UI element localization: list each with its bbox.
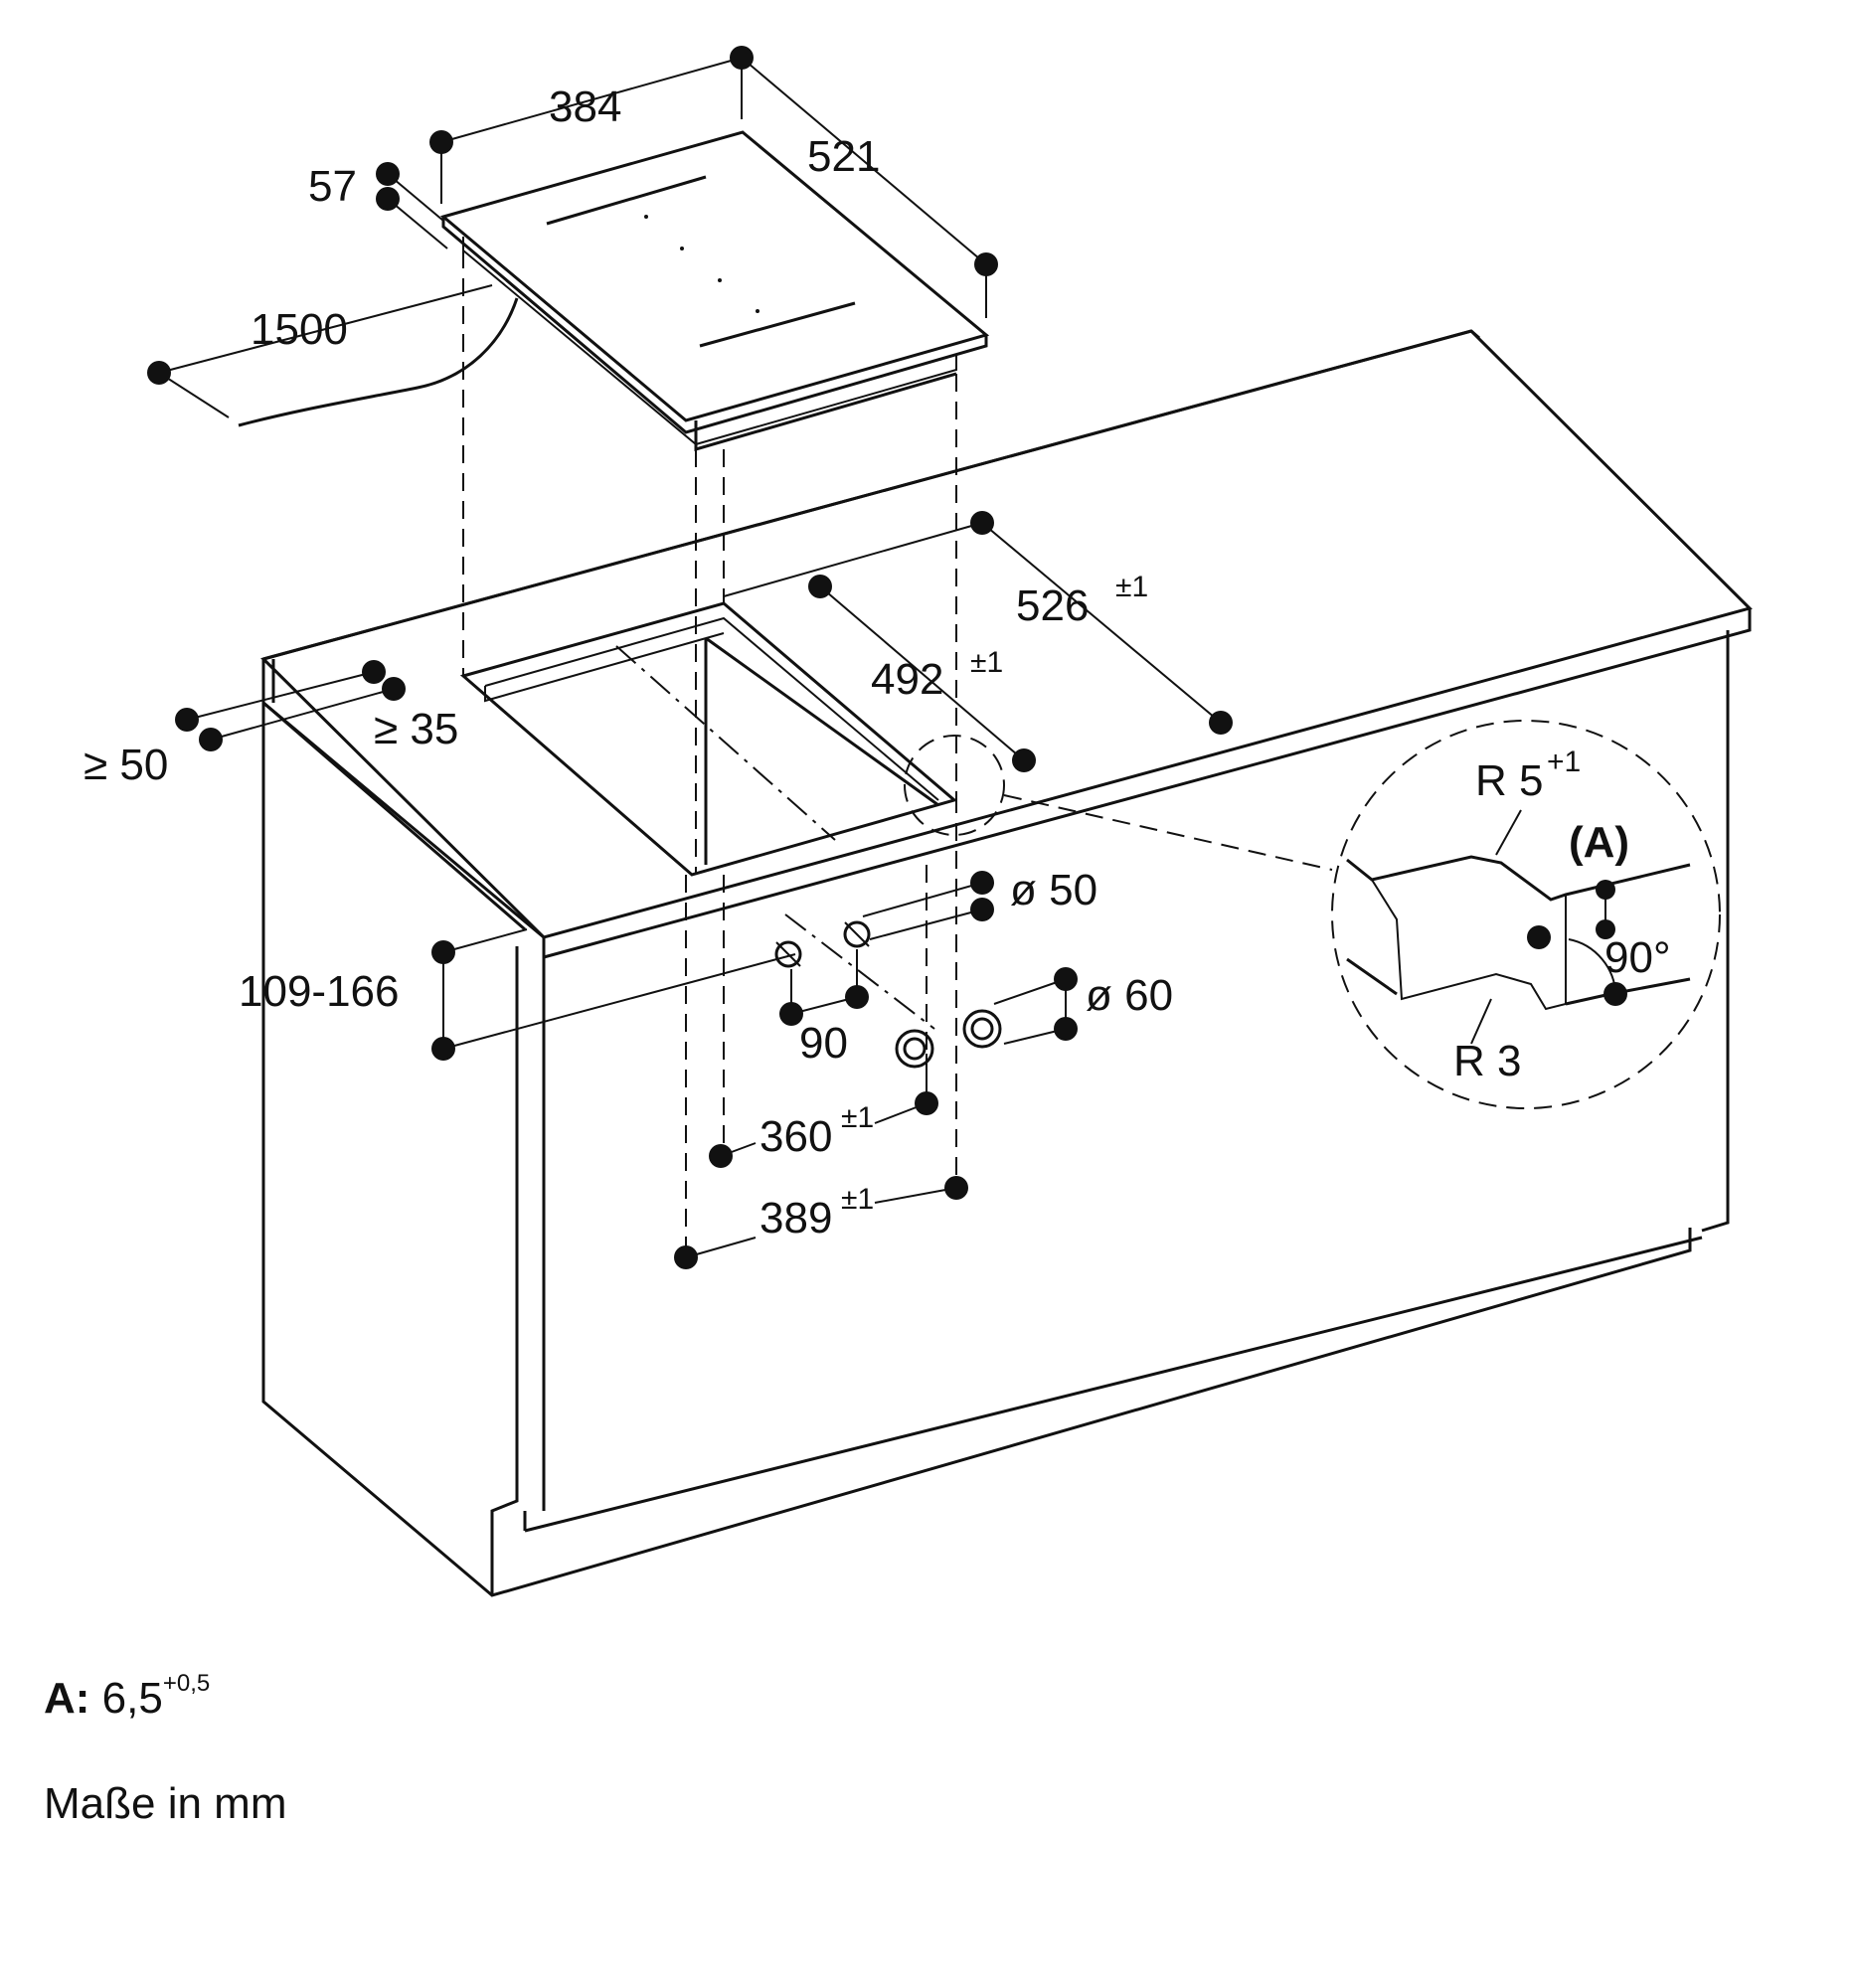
dim-cable-length: 1500 — [251, 305, 348, 354]
detail-angle: 90° — [1604, 933, 1671, 982]
detail-label-a: (A) — [1569, 818, 1629, 867]
detail-radius-top: R 5 — [1475, 756, 1543, 805]
dim-depth-389: 389 — [759, 1194, 832, 1242]
dim-depth-360: 360 — [759, 1112, 832, 1161]
dim-edge-min-back: ≥ 50 — [84, 741, 168, 789]
dim-cutout-width-tol: ±1 — [1115, 571, 1148, 603]
dim-hob-width: 384 — [549, 83, 621, 131]
note-a: A: 6,5+0,5 — [44, 1670, 210, 1724]
note-a-tolerance: +0,5 — [162, 1670, 211, 1697]
dim-hole-spacing: 90 — [799, 1019, 848, 1068]
dim-hole-dia-small: ø 50 — [1010, 866, 1097, 914]
dim-edge-min-front: ≥ 35 — [374, 705, 458, 753]
dim-hob-height: 57 — [308, 162, 357, 211]
dim-depth-389-tol: ±1 — [841, 1183, 874, 1216]
dim-hob-depth: 521 — [807, 132, 880, 181]
dim-depth-360-tol: ±1 — [841, 1101, 874, 1134]
note-a-value: 6,5 — [101, 1674, 163, 1723]
dim-vent-offset: 109-166 — [239, 967, 399, 1016]
dimension-dots — [147, 46, 1627, 1269]
note-a-key: A: — [44, 1674, 90, 1723]
worktop — [260, 329, 1753, 1597]
power-cable — [238, 297, 519, 427]
detail-radius-top-tol: +1 — [1547, 746, 1581, 778]
dim-cutout-inner: 492 — [871, 655, 943, 704]
units-note: Maße in mm — [44, 1779, 287, 1828]
hob — [439, 130, 990, 451]
vent-holes — [774, 920, 1002, 1069]
dim-hole-dia-large: ø 60 — [1086, 971, 1173, 1020]
detail-radius-bottom: R 3 — [1453, 1037, 1521, 1085]
worktop-cutout — [459, 601, 958, 877]
dim-cutout-width: 526 — [1016, 581, 1089, 630]
dim-cutout-inner-tol: ±1 — [970, 646, 1003, 679]
